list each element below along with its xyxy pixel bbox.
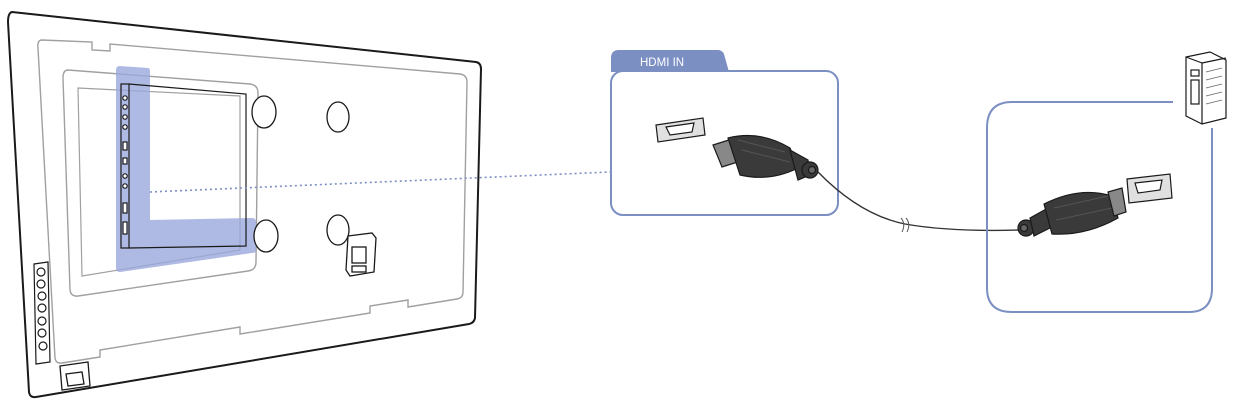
cable-break-mark <box>900 217 910 233</box>
stand-bracket <box>345 232 377 277</box>
hdmi-in-tab <box>611 50 729 72</box>
pc-hdmi-cable-icon <box>1017 187 1127 237</box>
mounting-holes <box>251 95 350 253</box>
hdmi-in-panel: HDMI IN <box>610 50 839 216</box>
hdmi-cable-icon <box>712 134 819 181</box>
hdmi-port-icon <box>655 117 706 143</box>
pc-hdmi-port-icon <box>1126 173 1173 204</box>
display-back-panel <box>6 10 483 399</box>
hdmi-cable-line <box>817 171 1021 232</box>
terminal-strip <box>120 83 247 249</box>
side-buttons <box>33 261 51 365</box>
hdmi-in-label: HDMI IN <box>640 57 684 69</box>
port-link-line <box>149 171 611 193</box>
terminal-highlight <box>116 66 256 272</box>
pc-panel <box>986 51 1227 313</box>
pc-tower-icon <box>1185 51 1227 125</box>
power-socket <box>59 361 91 391</box>
